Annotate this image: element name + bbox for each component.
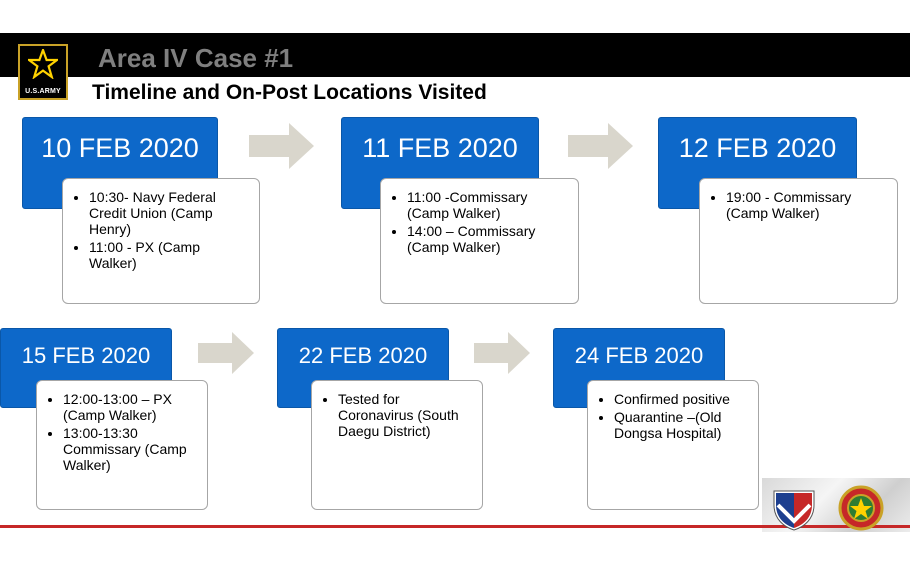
timeline-card: 11:00 -Commissary (Camp Walker) 14:00 – … [380, 178, 579, 304]
date-box: 22 FEB 2020 [277, 328, 449, 408]
footer-stripe [0, 525, 910, 528]
list-item: Quarantine –(Old Dongsa Hospital) [614, 409, 750, 441]
timeline-card: 10:30- Navy Federal Credit Union (Camp H… [62, 178, 260, 304]
list-item: 12:00-13:00 – PX (Camp Walker) [63, 391, 199, 423]
date-box: 24 FEB 2020 [553, 328, 725, 408]
rock-of-the-marne-icon [838, 485, 884, 531]
page-subtitle: Timeline and On-Post Locations Visited [92, 81, 487, 104]
us-army-logo: U.S.ARMY [18, 44, 68, 100]
amc-shield-icon [773, 490, 815, 531]
header-bar [0, 33, 910, 77]
list-item: Tested for Coronavirus (South Daegu Dist… [338, 391, 474, 439]
timeline-card: 19:00 - Commissary (Camp Walker) [699, 178, 898, 304]
list-item: 11:00 - PX (Camp Walker) [89, 239, 251, 271]
list-item: 14:00 – Commissary (Camp Walker) [407, 223, 570, 255]
right-arrow-icon [198, 332, 254, 374]
list-item: 11:00 -Commissary (Camp Walker) [407, 189, 570, 221]
right-arrow-icon [249, 123, 314, 169]
army-star-icon [28, 49, 58, 79]
list-item: 10:30- Navy Federal Credit Union (Camp H… [89, 189, 251, 237]
logo-text: U.S.ARMY [25, 88, 61, 95]
page-title: Area IV Case #1 [98, 43, 294, 73]
right-arrow-icon [568, 123, 633, 169]
list-item: 19:00 - Commissary (Camp Walker) [726, 189, 889, 221]
timeline-card: Confirmed positive Quarantine –(Old Dong… [587, 380, 759, 510]
timeline-card: Tested for Coronavirus (South Daegu Dist… [311, 380, 483, 510]
timeline-card: 12:00-13:00 – PX (Camp Walker) 13:00-13:… [36, 380, 208, 510]
right-arrow-icon [474, 332, 530, 374]
list-item: 13:00-13:30 Commissary (Camp Walker) [63, 425, 199, 473]
list-item: Confirmed positive [614, 391, 750, 407]
